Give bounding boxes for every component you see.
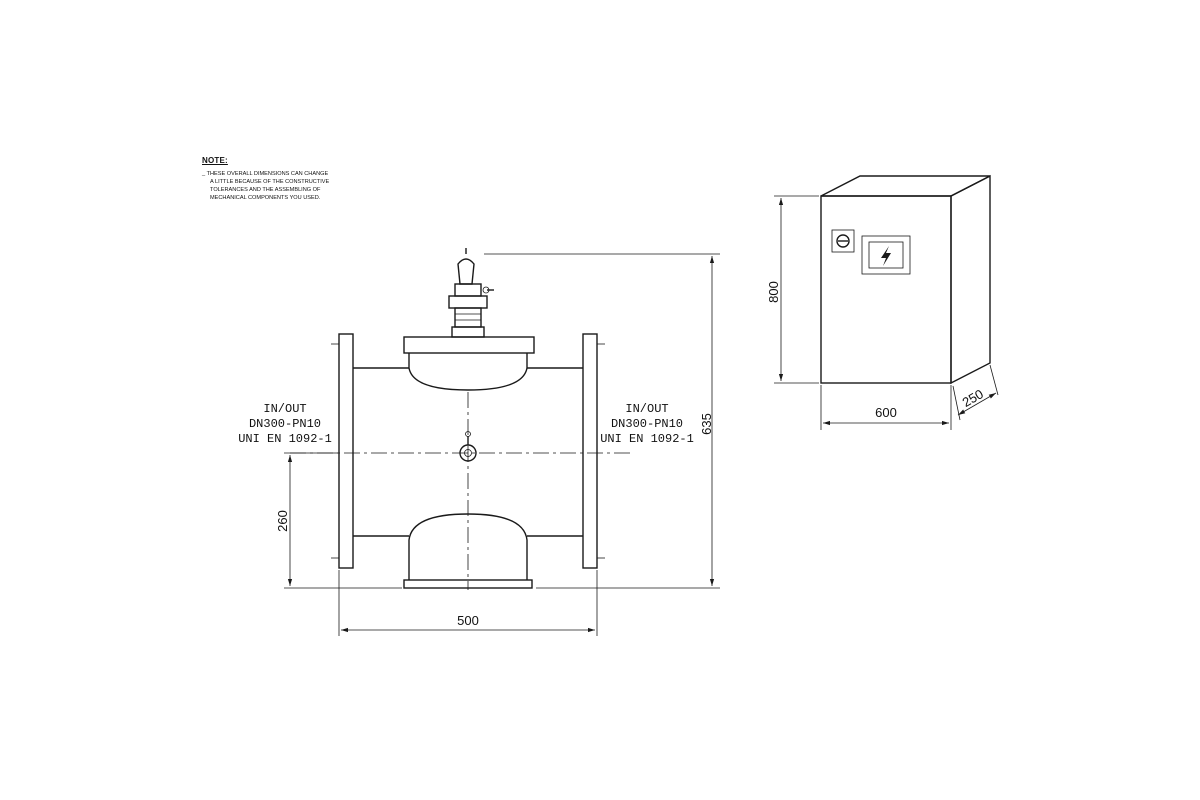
right-label-line-3: UNI EN 1092-1 xyxy=(600,432,694,446)
left-label-line-1: IN/OUT xyxy=(263,402,306,416)
note-block: NOTE: _ THESE OVERALL DIMENSIONS CAN CHA… xyxy=(202,156,442,202)
dimension-800-text: 800 xyxy=(766,281,781,303)
main-switch-icon xyxy=(831,229,855,253)
top-bonnet-flange xyxy=(403,336,535,354)
valve-dimension-260: 260 xyxy=(275,452,402,589)
cabinet-dimension-600: 600 xyxy=(820,385,952,430)
control-cabinet xyxy=(820,174,991,385)
cabinet-side xyxy=(950,174,991,385)
note-line: A LITTLE BECAUSE OF THE CONSTRUCTIVE xyxy=(210,179,330,185)
right-label-line-1: IN/OUT xyxy=(625,402,668,416)
cabinet-front xyxy=(820,195,952,384)
dimension-635-text: 635 xyxy=(699,413,714,435)
right-label-line-2: DN300-PN10 xyxy=(611,417,683,431)
left-flange xyxy=(338,333,354,569)
dimension-500-text: 500 xyxy=(457,613,479,628)
display-panel-icon xyxy=(861,235,911,275)
cabinet-dimension-800: 800 xyxy=(766,195,819,384)
valve-body xyxy=(290,248,632,590)
note-title: NOTE: xyxy=(202,156,228,165)
actuator xyxy=(448,248,494,338)
left-label-line-3: UNI EN 1092-1 xyxy=(238,432,332,446)
lightning-icon xyxy=(881,246,891,266)
note-line: MECHANICAL COMPONENTS YOU USED. xyxy=(210,195,321,201)
dimension-250-text: 250 xyxy=(960,386,986,410)
dimension-260-text: 260 xyxy=(275,510,290,532)
right-flange xyxy=(582,333,598,569)
cabinet-dimension-250: 250 xyxy=(952,364,999,421)
dimension-600-text: 600 xyxy=(875,405,897,420)
right-inout-label: IN/OUT DN300-PN10 UNI EN 1092-1 xyxy=(600,402,694,446)
left-inout-label: IN/OUT DN300-PN10 UNI EN 1092-1 xyxy=(238,402,332,446)
note-line: TOLERANCES AND THE ASSEMBLING OF xyxy=(210,187,321,193)
valve-dimension-635: 635 xyxy=(484,253,720,589)
cabinet-top xyxy=(820,175,991,197)
note-line: _ THESE OVERALL DIMENSIONS CAN CHANGE xyxy=(202,171,329,177)
top-bonnet-dome xyxy=(408,353,528,391)
valve-dimension-500: 500 xyxy=(338,570,598,636)
left-label-line-2: DN300-PN10 xyxy=(249,417,321,431)
